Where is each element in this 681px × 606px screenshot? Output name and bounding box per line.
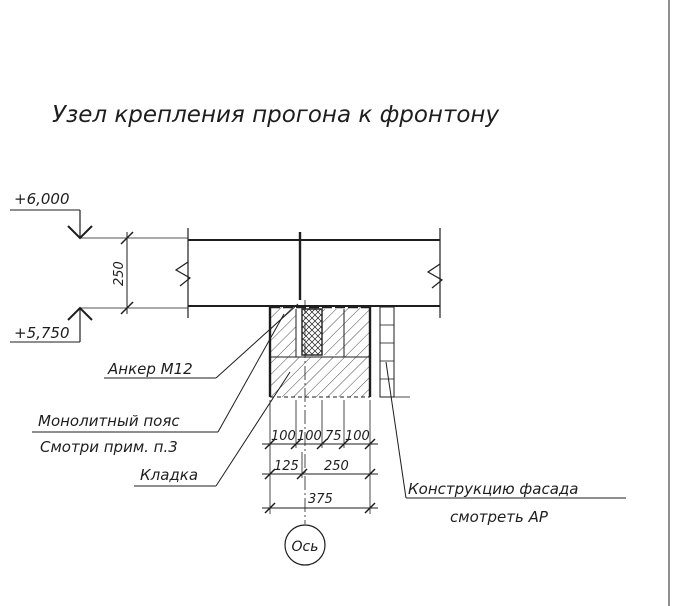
callout-facade-line2: смотреть АР xyxy=(450,508,549,526)
dim-row3: 375 xyxy=(308,492,333,507)
callout-monolithic-belt: Монолитный пояс Смотри прим. п.3 xyxy=(32,313,285,456)
callout-masonry-label: Кладка xyxy=(140,466,198,484)
callout-facade: Конструкцию фасада смотреть АР xyxy=(385,361,626,526)
drawing-title: Узел крепления прогона к фронтону xyxy=(52,102,499,128)
anchor-bolt xyxy=(294,232,306,300)
callout-belt-line1: Монолитный пояс xyxy=(38,412,180,430)
axis-label: Ось xyxy=(292,539,319,555)
wall-section xyxy=(268,305,410,398)
purlin-beam xyxy=(174,228,444,318)
dim-row1-a: 100 xyxy=(271,429,296,444)
dim-row2-a: 125 xyxy=(274,459,299,474)
level-mark-bottom: +5,750 xyxy=(10,306,93,343)
height-dimension: 250 xyxy=(112,231,134,315)
level-mark-top: +6,000 xyxy=(10,190,93,240)
dim-row1-d: 100 xyxy=(345,429,370,444)
level-bottom-label: +5,750 xyxy=(14,324,70,342)
dim-row2-b: 250 xyxy=(324,459,349,474)
callout-anchor-label: Анкер М12 xyxy=(107,360,193,378)
dim-row1-b: 100 xyxy=(297,429,322,444)
axis-marker: Ось xyxy=(284,524,326,566)
level-top-label: +6,000 xyxy=(14,190,70,208)
callout-belt-line2: Смотри прим. п.3 xyxy=(40,438,178,456)
callout-masonry: Кладка xyxy=(134,371,291,487)
dim-row1-c: 75 xyxy=(325,429,342,444)
callout-facade-line1: Конструкцию фасада xyxy=(408,480,578,498)
dimension-chains: 100 100 75 100 125 250 375 xyxy=(262,400,378,514)
callout-anchor: Анкер М12 xyxy=(104,303,299,379)
height-dimension-label: 250 xyxy=(112,261,127,286)
